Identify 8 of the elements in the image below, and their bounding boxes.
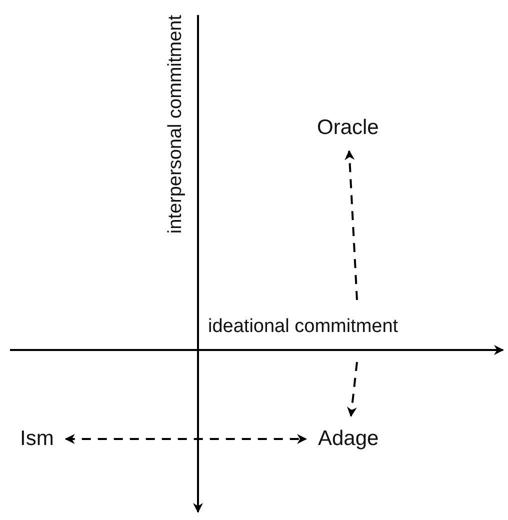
dashed-arrow bbox=[64, 434, 307, 444]
axis-label: ideational commitment bbox=[208, 316, 398, 338]
quadrant-label: Ism bbox=[18, 426, 56, 452]
quadrant-label: Adage bbox=[316, 426, 381, 452]
axis-label: interpersonal commitment bbox=[165, 15, 187, 234]
dashed-arrow bbox=[346, 362, 358, 417]
quadrant-label: Oracle bbox=[315, 115, 381, 141]
dashed-arrow bbox=[344, 150, 358, 300]
